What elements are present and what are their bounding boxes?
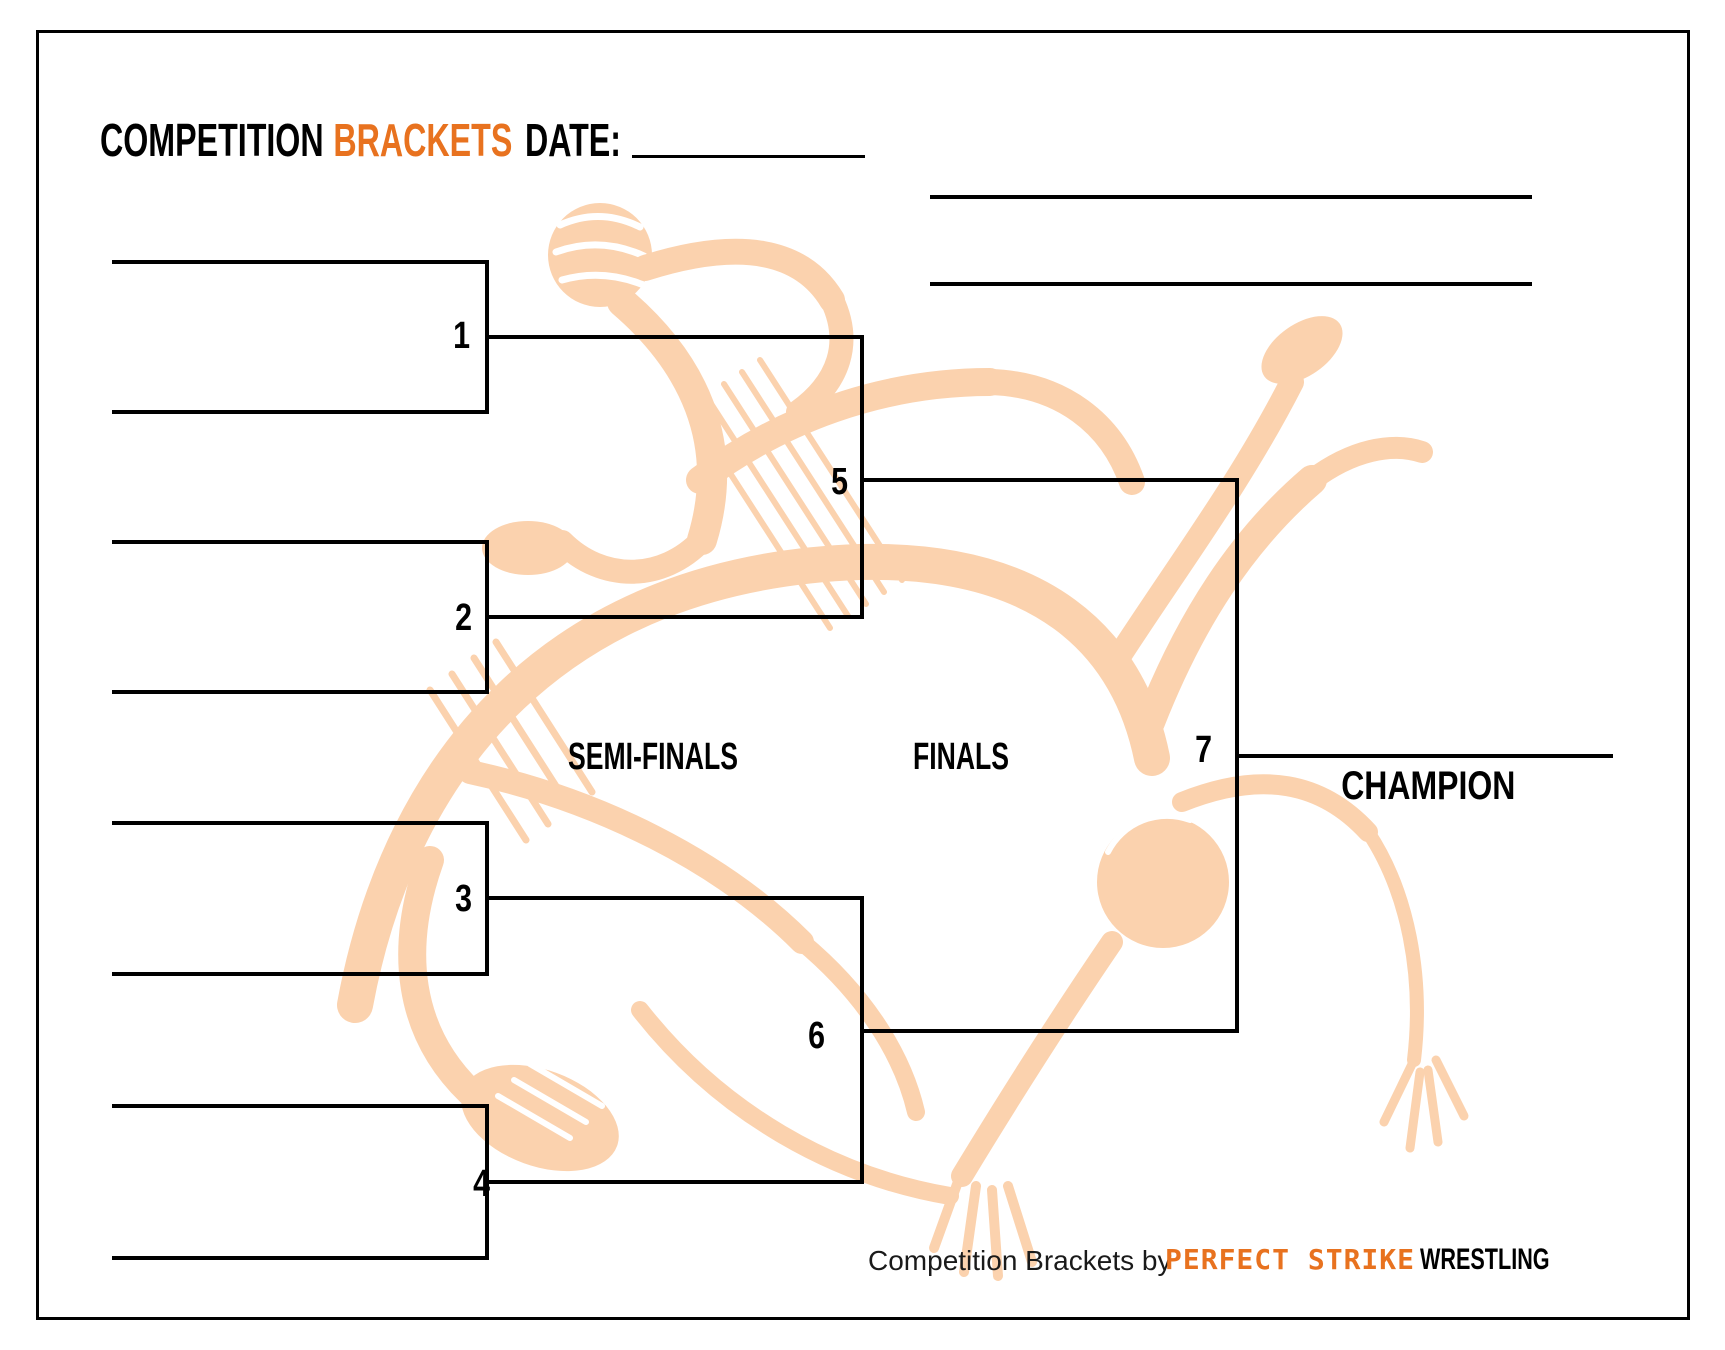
finals-label: FINALS [913,736,1010,778]
match2-slot-b-line[interactable] [112,690,489,694]
brand-suffix: WRESTLING [1420,1243,1550,1276]
semifinals-label: SEMI-FINALS [568,736,738,778]
match5-number: 5 [831,461,848,503]
match7-number: 7 [1195,729,1212,771]
match2-number: 2 [455,597,472,639]
match1-slot-b-line[interactable] [112,410,489,414]
match6-number: 6 [808,1015,825,1057]
match1-number: 1 [453,315,470,357]
match4-number: 4 [473,1163,490,1205]
semifinal2-connector [860,896,864,1184]
match4-winner-line[interactable] [485,1180,864,1184]
date-underline[interactable] [632,155,865,158]
match2-winner-line[interactable] [485,615,864,619]
info-line-1[interactable] [930,195,1532,199]
page-title-black: COMPETITION [100,114,324,166]
page-border [36,30,1690,1320]
champion-label: CHAMPION [1341,764,1516,808]
champion-line[interactable] [1235,754,1613,758]
match3-winner-line[interactable] [485,896,864,900]
match3-slot-b-line[interactable] [112,972,489,976]
match2-slot-a-line[interactable] [112,540,489,544]
brand-logo: PERFECT STRIKE [1165,1243,1416,1276]
match4-slot-b-line[interactable] [112,1256,489,1260]
date-label: DATE: [525,114,621,166]
semifinal2-winner-line[interactable] [860,1029,1239,1033]
footer-credit-text: Competition Brackets by [868,1245,1172,1276]
match3-number: 3 [455,878,472,920]
match4-slot-a-line[interactable] [112,1104,489,1108]
match1-winner-line[interactable] [485,335,864,339]
semifinal1-connector [860,335,864,619]
info-line-2[interactable] [930,282,1532,286]
semifinal1-winner-line[interactable] [860,478,1239,482]
match1-slot-a-line[interactable] [112,260,489,264]
match3-slot-a-line[interactable] [112,821,489,825]
page-title-orange: BRACKETS [333,114,513,166]
